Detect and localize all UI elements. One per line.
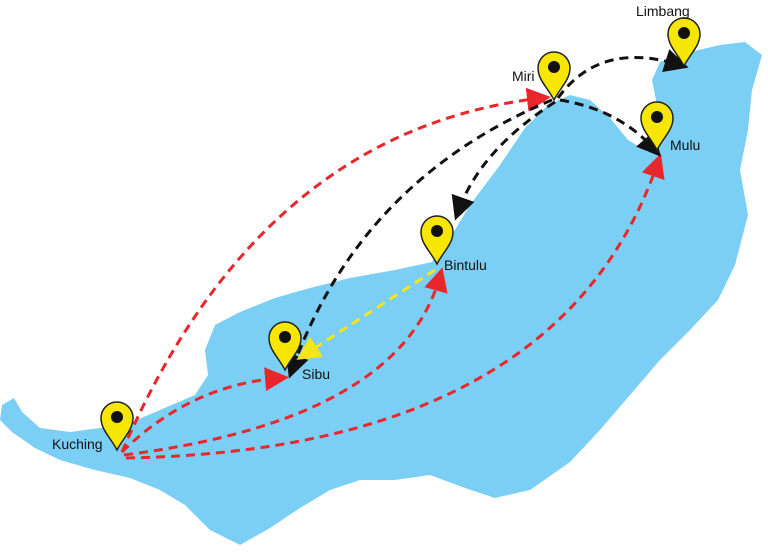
city-label-sibu: Sibu [302, 366, 331, 382]
sarawak-landmass [0, 42, 762, 545]
city-label-limbang: Limbang [636, 3, 690, 19]
route-miri-bintulu [451, 100, 556, 221]
city-label-mulu: Mulu [670, 137, 701, 153]
route-kuching-miri [120, 87, 551, 453]
route-bintulu-sibu [296, 268, 436, 360]
miri-pin-icon[interactable] [537, 51, 571, 101]
city-label-miri: Miri [512, 68, 535, 84]
route-kuching-bintulu [123, 267, 448, 457]
route-miri-mulu [559, 98, 661, 157]
route-miri-sibu [285, 98, 553, 379]
route-kuching-mulu [125, 153, 665, 460]
city-label-bintulu: Bintulu [444, 257, 487, 273]
route-miri-limbang [556, 49, 689, 99]
city-label-kuching: Kuching [52, 436, 103, 452]
route-kuching-sibu [120, 367, 289, 454]
